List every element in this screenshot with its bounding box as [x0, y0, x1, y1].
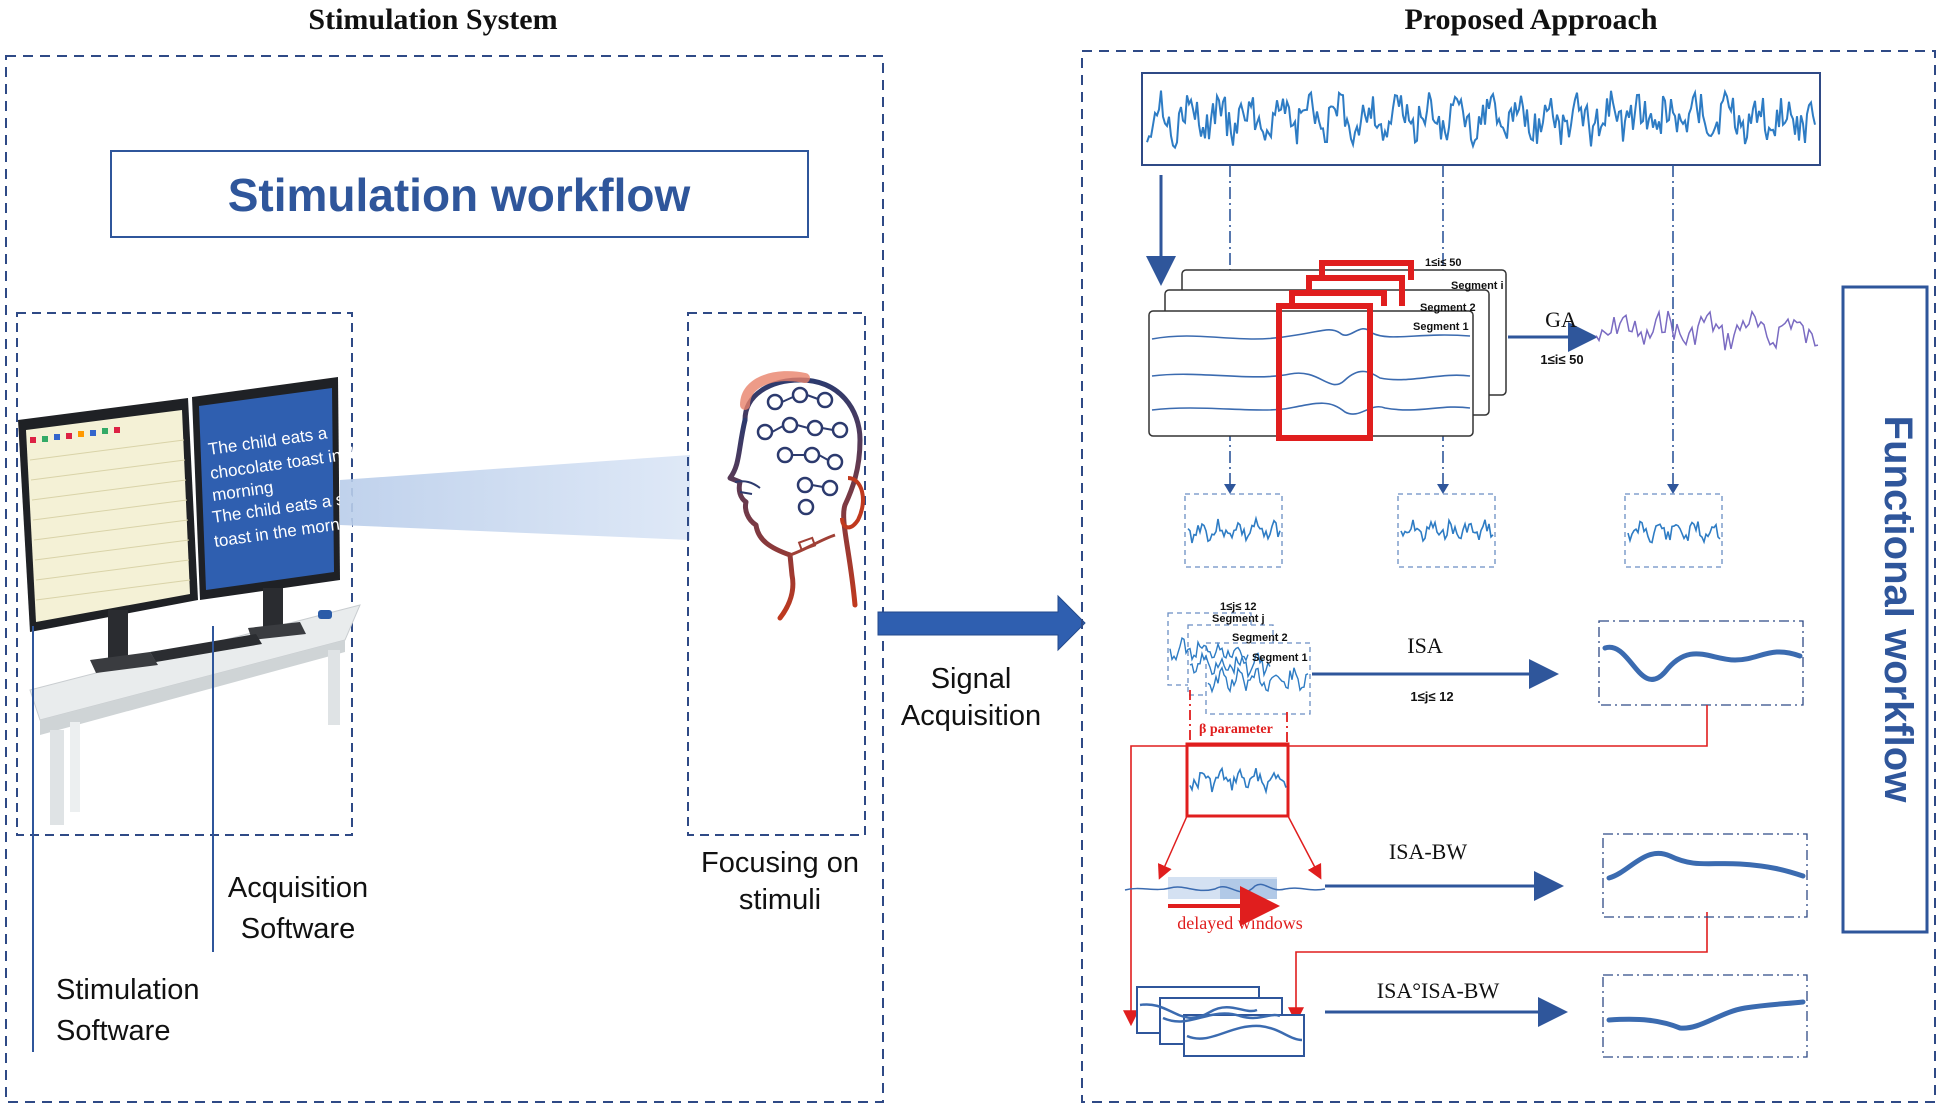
beta-window-box: [1185, 742, 1290, 818]
segment-i-label: Segment i: [1451, 280, 1504, 292]
raw-eeg-signal: [1146, 88, 1816, 150]
ga-average-signal: [1595, 309, 1819, 351]
isa-to-combined-connector: [1123, 705, 1708, 1027]
stimulation-software-label-1: Stimulation: [56, 974, 199, 1006]
acquisition-software-label-1: Acquisition: [228, 872, 368, 904]
segment-j-label: Segment j: [1212, 613, 1265, 625]
projection-beam: [340, 455, 690, 540]
isabw-output-box: [1602, 833, 1808, 918]
eeg-head-icon: [727, 371, 865, 621]
stimulation-workflow-title: Stimulation workflow: [228, 169, 691, 221]
signal-acquisition-label-1: Signal: [931, 663, 1012, 695]
functional-workflow-box: [1841, 285, 1929, 934]
segment-signal-box-1: [1184, 493, 1283, 568]
focusing-label-1: Focusing on: [701, 847, 859, 879]
delayed-windows-strip: [1124, 877, 1326, 899]
segment-1-label-top: Segment 1: [1413, 321, 1469, 333]
isabw-to-combined-connector: [1288, 912, 1708, 1024]
stimulation-software-label-2: Software: [56, 1015, 170, 1047]
proposed-approach-frame: [1081, 50, 1936, 1103]
combined-output-curve: [1606, 999, 1806, 1031]
subject-frame: [687, 312, 866, 836]
beta-window-signal: [1189, 766, 1287, 795]
desk-illustration: [29, 604, 361, 825]
isabw-label: ISA-BW: [1389, 839, 1467, 864]
beta-expand-right: [1287, 815, 1322, 880]
isa-output-box: [1598, 620, 1804, 706]
stimulation-system-heading: Stimulation System: [308, 3, 557, 36]
combined-stack: [1136, 986, 1305, 1057]
beta-expand-left: [1157, 815, 1188, 880]
combined-output-box: [1602, 974, 1808, 1058]
proposed-approach-heading: Proposed Approach: [1404, 3, 1657, 36]
isa-label: ISA: [1407, 633, 1443, 658]
functional-workflow-title: Functional workflow: [1876, 416, 1920, 804]
stimulation-workflow-box: [110, 150, 809, 238]
acquisition-software-label-2: Software: [241, 913, 355, 945]
delayed-windows-label: delayed windows: [1177, 913, 1302, 933]
stimulus-screen: [199, 388, 334, 590]
keyboard-icon: [150, 634, 262, 662]
segment-2-label-mid: Segment 2: [1232, 632, 1288, 644]
signal-acquisition-arrow: [877, 594, 1086, 652]
isabw-output-curve: [1606, 851, 1806, 881]
workstation-frame: [16, 312, 353, 836]
combined-label: ISA°ISA-BW: [1377, 978, 1500, 1003]
left-monitor: [18, 398, 198, 673]
focusing-label-2: stimuli: [739, 884, 821, 916]
ga-range-label: 1≤i≤ 50: [1540, 352, 1583, 367]
beta-parameter-label: β parameter: [1199, 722, 1273, 737]
segment-signal-box-3: [1624, 493, 1723, 568]
isa-range-label: 1≤j≤ 12: [1410, 689, 1453, 704]
segment-1-label-mid: Segment 1: [1252, 652, 1308, 664]
segments-stack-top: 1≤i≤ 50 Segment i Segment 2 Segment 1: [1148, 257, 1507, 441]
segments-mid-range: 1≤j≤ 12: [1220, 601, 1257, 613]
isa-output-curve: [1602, 644, 1803, 682]
segments-top-range: 1≤i≤ 50: [1425, 257, 1462, 269]
ga-label: GA: [1545, 307, 1577, 332]
signal-acquisition-label-2: Acquisition: [901, 700, 1041, 732]
segment-2-label-top: Segment 2: [1420, 302, 1476, 314]
segment-signal-box-2: [1397, 493, 1496, 568]
toolbar-dots: [30, 427, 120, 443]
segments-stack-mid: 1≤j≤ 12 Segment j Segment 2 Segment 1: [1167, 601, 1311, 715]
mouse-icon: [318, 610, 332, 619]
stimulation-system-frame: [5, 55, 884, 1103]
